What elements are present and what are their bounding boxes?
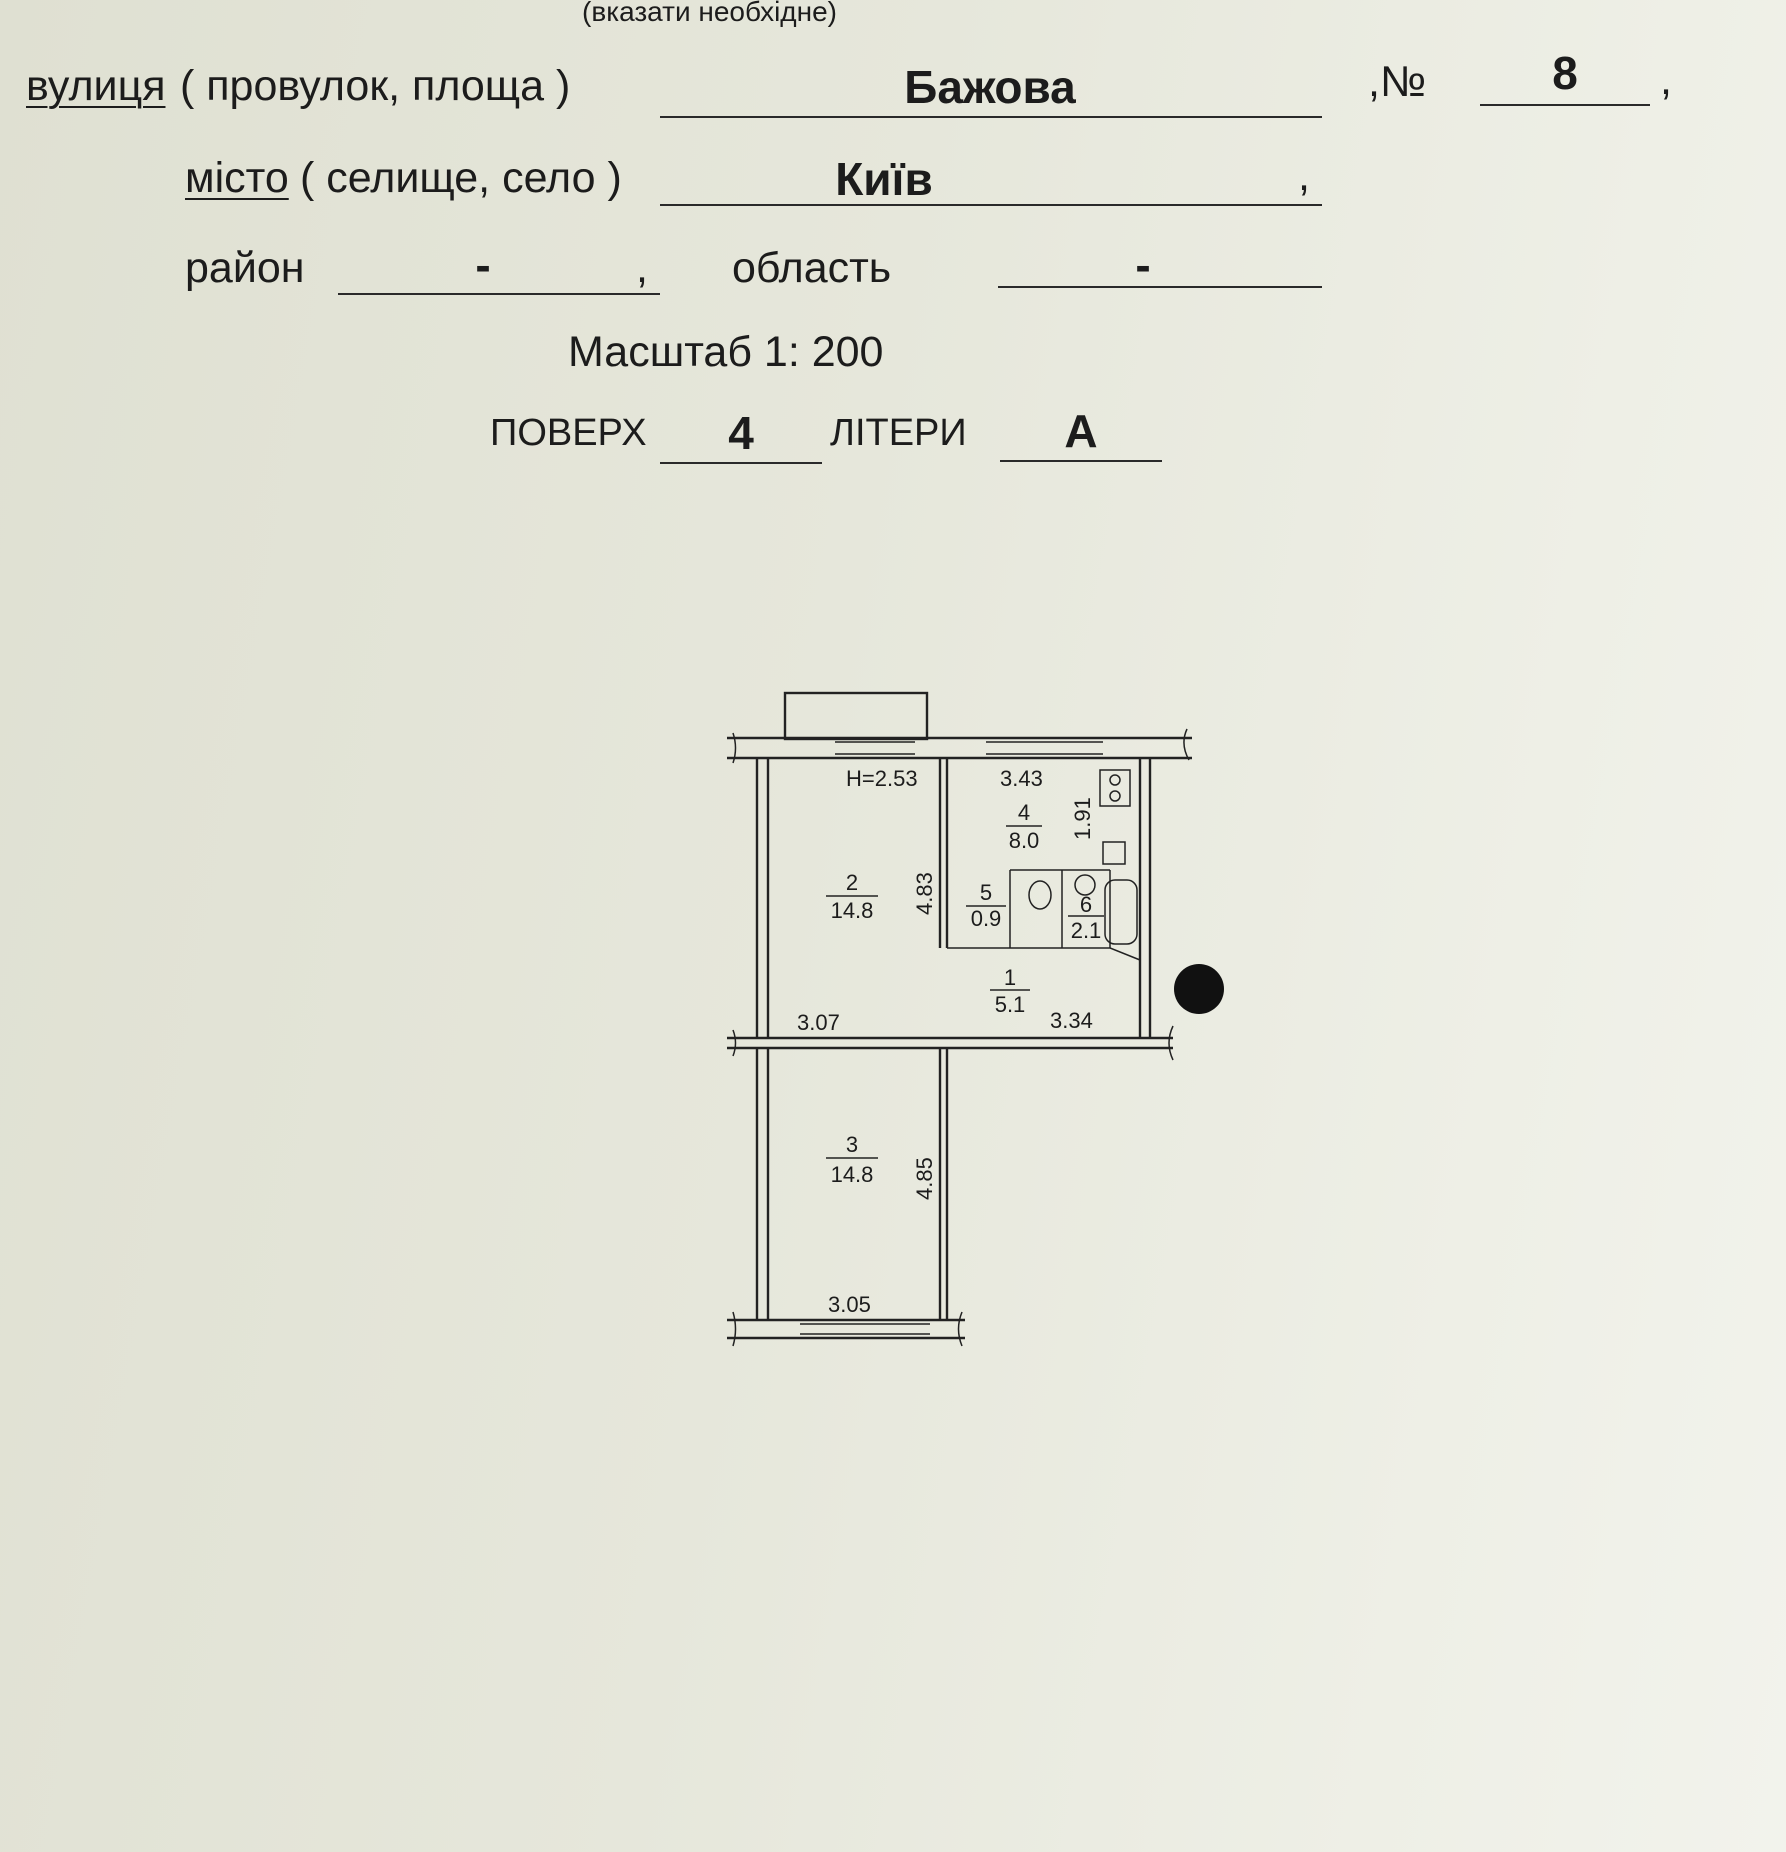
room-3-area: 14.8 — [831, 1162, 874, 1187]
instruction-note: (вказати необхідне) — [582, 0, 837, 27]
number-underline — [1480, 104, 1650, 106]
district-comma: , — [636, 244, 648, 292]
number-label: ,№ — [1368, 58, 1427, 106]
top-wall — [727, 736, 1192, 760]
dim-room-2-width: 3.07 — [797, 1010, 840, 1035]
street-underline — [660, 116, 1322, 118]
dim-room-2-depth: 4.83 — [912, 872, 937, 915]
middle-wall — [727, 1036, 1173, 1050]
region-underline — [998, 286, 1322, 288]
floor-value: 4 — [728, 407, 754, 459]
number-value: 8 — [1552, 47, 1578, 99]
room-1-number: 1 — [1004, 965, 1016, 990]
region-label: область — [732, 244, 892, 292]
sink-icon — [1102, 841, 1126, 865]
bottom-window — [800, 1323, 930, 1335]
room-5-area: 0.9 — [971, 906, 1002, 931]
letters-label: ЛІТЕРИ — [830, 412, 967, 454]
floor-label: ПОВЕРХ — [490, 412, 647, 454]
district-value: - — [475, 239, 491, 291]
district-underline — [338, 293, 660, 295]
bottom-wall-breaks — [732, 1311, 963, 1347]
room-4-number: 4 — [1018, 800, 1030, 825]
letters-value: А — [1064, 405, 1098, 457]
city-comma: , — [1298, 152, 1310, 200]
top-wall-breaks — [732, 728, 1190, 764]
region-value: - — [1135, 239, 1151, 291]
bottom-wall — [727, 1318, 965, 1340]
bathroom-walls — [947, 869, 1141, 961]
dim-kitchen-depth: 1.91 — [1070, 797, 1095, 840]
stove-icon — [1099, 769, 1131, 807]
room-5-number: 5 — [980, 880, 992, 905]
partition-wall — [938, 758, 949, 1320]
stove-burner-icon — [1109, 774, 1121, 786]
letters-underline — [1000, 460, 1162, 462]
street-alt-label: ( провулок, площа ) — [180, 62, 571, 110]
bathtub-icon — [1104, 879, 1138, 945]
room-3-number: 3 — [846, 1132, 858, 1157]
top-windows — [835, 741, 1103, 755]
city-underline — [660, 204, 1322, 206]
room-6-area: 2.1 — [1071, 918, 1102, 943]
floor-underline — [660, 462, 822, 464]
district-label: район — [185, 244, 305, 292]
room-6-number: 6 — [1080, 892, 1092, 917]
middle-wall-breaks — [732, 1025, 1174, 1061]
dim-hall-width: 3.34 — [1050, 1008, 1093, 1033]
city-alt-label: ( селище, село ) — [300, 154, 622, 202]
room-4-area: 8.0 — [1009, 828, 1040, 853]
scale-text: Масштаб 1: 200 — [568, 328, 884, 376]
ink-dot — [1174, 964, 1224, 1014]
stove-burner-icon — [1109, 790, 1121, 802]
toilet-icon — [1028, 880, 1052, 910]
right-wall — [1138, 758, 1152, 1038]
city-label: місто — [185, 154, 289, 202]
room-1-area: 5.1 — [995, 992, 1026, 1017]
street-value: Бажова — [904, 61, 1076, 113]
street-label: вулиця — [26, 62, 166, 110]
room-2-area: 14.8 — [831, 898, 874, 923]
trailing-comma: , — [1660, 56, 1672, 104]
balcony — [783, 691, 929, 741]
height-label: Н=2.53 — [846, 766, 918, 791]
washbasin-icon — [1074, 874, 1096, 896]
city-value: Київ — [835, 153, 933, 205]
dim-room-3-depth: 4.85 — [912, 1157, 937, 1200]
room-2-number: 2 — [846, 870, 858, 895]
dim-room-3-width: 3.05 — [828, 1292, 871, 1317]
dim-kitchen-width: 3.43 — [1000, 766, 1043, 791]
left-wall — [755, 758, 770, 1320]
